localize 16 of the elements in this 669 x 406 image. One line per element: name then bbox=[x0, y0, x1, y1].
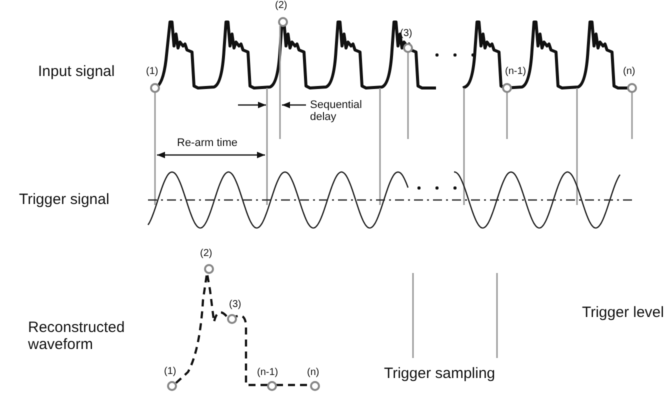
point-label: (3) bbox=[229, 299, 242, 310]
point-label: (1) bbox=[164, 366, 176, 377]
point-label: (n-1) bbox=[505, 66, 526, 77]
axis-label: Input signal bbox=[38, 64, 115, 80]
point-label: (n) bbox=[307, 367, 320, 378]
point-label: (n) bbox=[623, 66, 636, 77]
annotation-text: Sequential delay bbox=[310, 99, 363, 124]
annotation-text: Trigger sampling bbox=[384, 366, 496, 382]
point-label: (2) bbox=[200, 248, 212, 259]
annotation-text: Trigger level bbox=[582, 305, 664, 322]
point-label: (2) bbox=[275, 0, 288, 11]
annotation-text: Re-arm time bbox=[177, 137, 238, 150]
axis-label: Trigger signal bbox=[19, 192, 110, 208]
axis-label: Reconstructed waveform bbox=[28, 320, 126, 353]
point-label: (n-1) bbox=[257, 367, 278, 378]
point-label: (1) bbox=[146, 66, 158, 77]
